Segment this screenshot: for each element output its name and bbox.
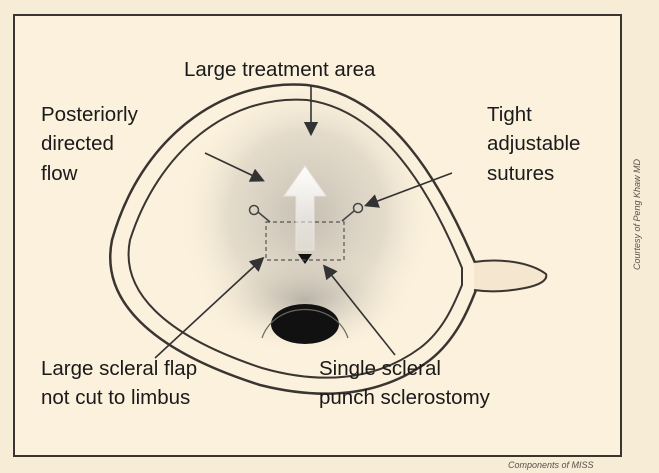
label-punch-line1: Single scleral	[319, 355, 441, 383]
label-sutures-line1: Tight	[487, 101, 532, 129]
label-flow-line2: directed	[41, 130, 114, 158]
label-flow-line3: flow	[41, 160, 77, 188]
optic-nerve	[474, 261, 546, 292]
label-flap-line2: not cut to limbus	[41, 384, 190, 412]
label-treatment-area: Large treatment area	[184, 56, 375, 84]
label-sutures-line2: adjustable	[487, 130, 580, 158]
side-credit: Courtesy of Peng Khaw MD	[632, 159, 642, 270]
bottom-credit: Components of MISS	[508, 460, 594, 470]
label-punch-line2: punch sclerostomy	[319, 384, 490, 412]
label-flap-line1: Large scleral flap	[41, 355, 197, 383]
label-flow-line1: Posteriorly	[41, 101, 138, 129]
label-sutures-line3: sutures	[487, 160, 554, 188]
